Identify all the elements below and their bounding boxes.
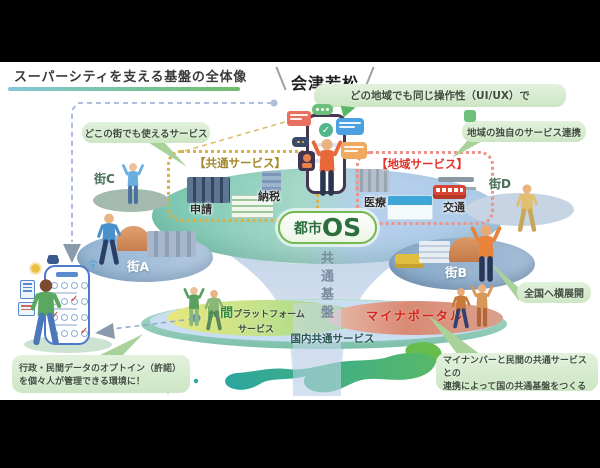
bubble-any-city-service: どこの街でも使えるサービス	[82, 122, 210, 143]
person-town-b	[470, 221, 502, 287]
bubble-mynumber-line2: 連携によって国の共通基盤をつくる	[443, 381, 587, 392]
chat-icon-small-green	[464, 110, 476, 122]
bubble-mynumber-line1: マイナンバーと民間の共通サービスとの	[443, 355, 587, 379]
check-circle-icon: ✓	[319, 123, 333, 137]
common-services-label: 【共通サービス】	[194, 156, 286, 170]
row-divider	[51, 308, 77, 310]
document-icon	[18, 302, 35, 316]
building-gray-offices	[355, 169, 389, 192]
bubble-mynumber: マイナンバーと民間の共通サービスとの 連携によって国の共通基盤をつくる	[436, 353, 598, 392]
chat-bubble-dark-dots	[292, 137, 309, 147]
bus-icon	[433, 185, 466, 199]
town-c-label: 街C	[94, 172, 115, 186]
building-hospital	[387, 195, 433, 220]
row-divider	[51, 324, 77, 326]
service-apply-label: 申請	[190, 203, 212, 216]
red-check-icon: ✓	[51, 310, 60, 321]
city-os-latin: OS	[321, 213, 362, 242]
person-town-c	[120, 161, 146, 207]
sun-icon	[31, 264, 40, 273]
city-os-kanji: 都市	[293, 220, 322, 237]
person-myna-2	[470, 281, 494, 331]
checkbox-row	[51, 282, 88, 289]
town-b-white-building	[419, 241, 450, 263]
common-base-vertical-label: 共通基盤	[318, 251, 333, 323]
document-icon	[20, 280, 35, 299]
person-private-1	[183, 284, 205, 330]
town-a-gray-buildings	[147, 231, 196, 257]
person-myna-1	[450, 284, 472, 332]
bubble-optin-line2: を個々人が管理できる環境に！	[19, 377, 145, 387]
private-platform-rest: プラットフォーム	[233, 310, 305, 320]
town-d-label: 街D	[489, 177, 511, 191]
town-b-bus	[395, 254, 424, 268]
bus-stop-shelter	[438, 177, 474, 182]
bubble-optin: 行政・民間データのオプトイン（許諾） を個々人が管理できる環境に！	[12, 355, 190, 393]
optin-phone-header	[56, 272, 78, 277]
person-private-2	[203, 288, 225, 332]
person-optin-user	[28, 274, 64, 350]
regional-services-zone	[356, 151, 494, 225]
myna-portal-label: マイナポータル	[366, 309, 464, 323]
service-medical-label: 医療	[364, 196, 386, 209]
title-underline	[8, 87, 240, 91]
person-center-user	[310, 136, 344, 200]
bubble-optin-line1: 行政・民間データのオプトイン（許諾）	[19, 364, 182, 374]
private-platform-line2: サービス	[237, 325, 274, 335]
lock-badge-icon	[298, 151, 315, 171]
chat-bubble-orange	[341, 142, 367, 159]
service-tax-label: 納税	[258, 190, 280, 203]
chat-bubble-blue	[336, 118, 364, 135]
bubble-regional-linkage: 地域の独自のサービス連携	[462, 121, 586, 142]
check-glyph: ✓	[321, 124, 331, 136]
regional-services-label: 【地域サービス】	[376, 157, 468, 171]
service-transport-label: 交通	[443, 201, 465, 214]
bubble-same-operability: どの地域でも同じ操作性（UI/UX）で	[314, 84, 566, 107]
users-icon	[47, 257, 59, 264]
checkbox-row	[51, 314, 88, 321]
wifi-icon	[88, 260, 98, 269]
row-divider	[51, 292, 77, 294]
town-b-label: 街B	[445, 265, 468, 280]
chat-bubble-red	[287, 111, 311, 126]
city-os-pill: 都市 OS	[278, 211, 377, 244]
town-a-label: 街A	[127, 259, 150, 274]
person-town-d	[514, 182, 540, 234]
red-check-icon: ✓	[70, 294, 79, 305]
red-check-icon: ✓	[80, 326, 89, 337]
page-title: スーパーシティを支える基盤の全体像	[14, 70, 248, 85]
bubble-nationwide: 全国へ横展開	[517, 282, 591, 303]
domestic-common-label: 国内共通サービス	[290, 333, 375, 345]
chat-bubble-green-dots	[312, 104, 333, 115]
